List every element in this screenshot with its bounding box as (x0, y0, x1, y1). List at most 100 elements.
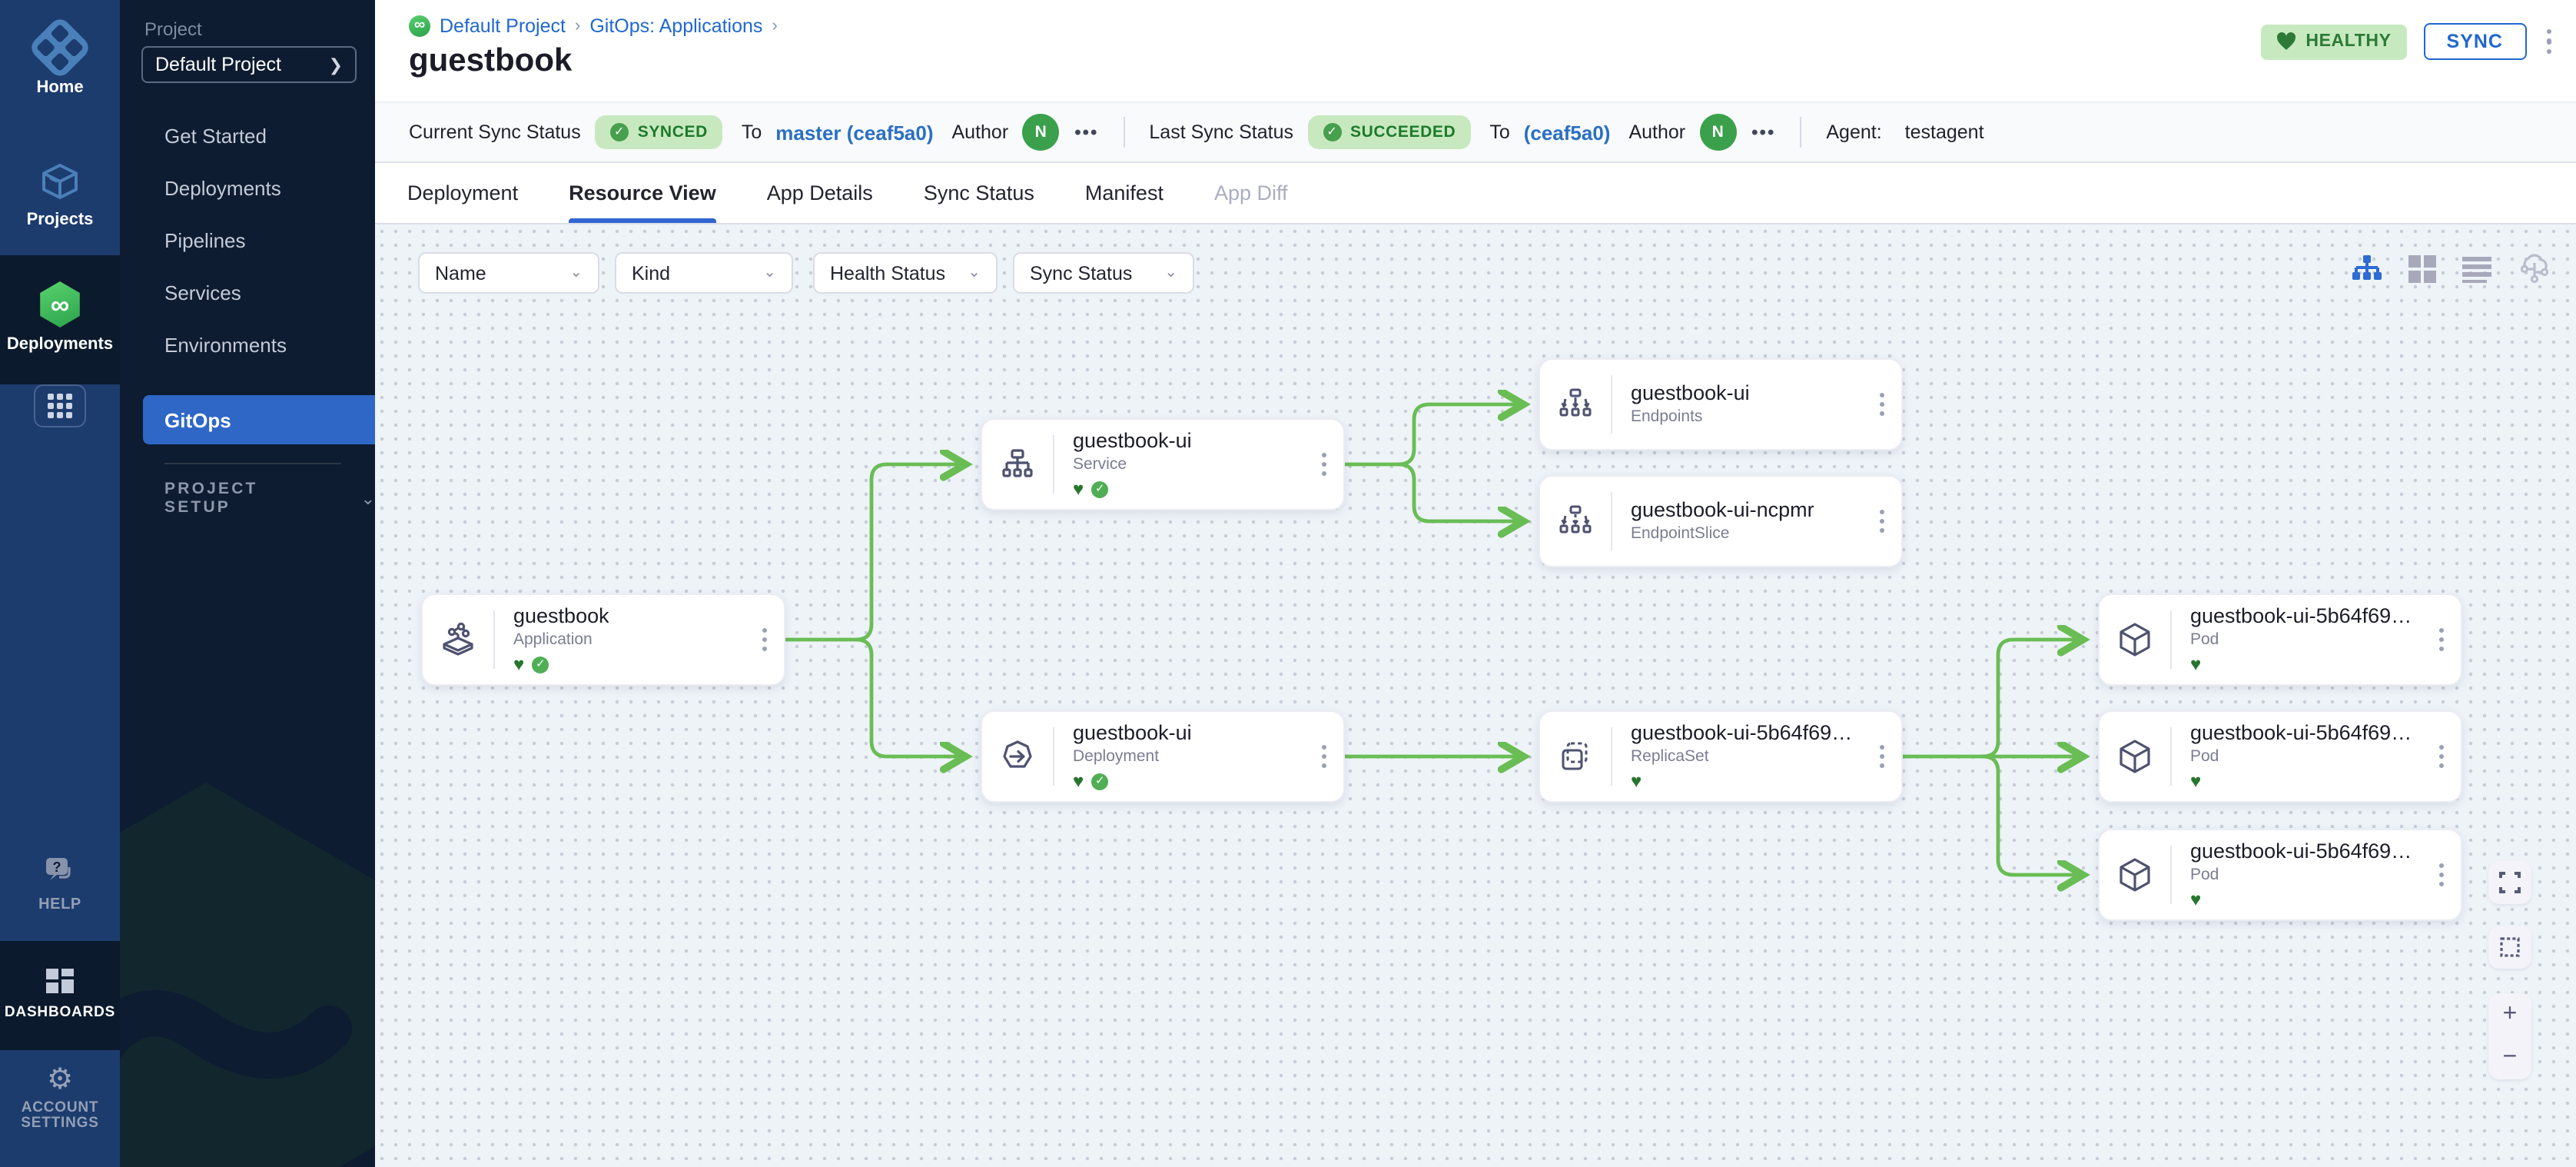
heart-icon (2277, 32, 2296, 50)
statusbar-divider (1800, 117, 1802, 148)
node-title: guestbook-ui-5b64f69597 (1631, 721, 1861, 745)
node-kind: Pod (2190, 630, 2219, 649)
tab-deployment[interactable]: Deployment (407, 181, 519, 204)
resource-graph-canvas[interactable]: Name⌄ Kind ⌄ Health Status⌄ Sync Status⌄ (375, 224, 2576, 1167)
zoom-in-button[interactable]: + (2502, 1001, 2518, 1027)
help-chat-icon: ? (46, 858, 71, 880)
tab-resource-view[interactable]: Resource View (569, 163, 716, 223)
node-endpointslice-guestbook-ui-ncpmr[interactable]: guestbook-ui-ncpmr EndpointSlice (1539, 475, 1903, 567)
node-title: guestbook-ui-5b64f6959... (2190, 604, 2421, 628)
node-menu-kebab[interactable] (1877, 507, 1887, 536)
zoom-out-button[interactable]: − (2502, 1044, 2518, 1070)
statusbar-divider (1123, 117, 1125, 148)
author-label: Author (1628, 121, 1686, 143)
to-label: To (1489, 121, 1510, 143)
node-endpoints-guestbook-ui[interactable]: guestbook-ui Endpoints (1539, 358, 1903, 451)
current-revision-link[interactable]: master (ceaf5a0) (775, 121, 934, 144)
module-picker-button[interactable] (34, 384, 86, 427)
tab-app-details[interactable]: App Details (766, 181, 873, 204)
filter-sync-status-dropdown[interactable]: Sync Status⌄ (1013, 252, 1194, 294)
node-kind: Deployment (1073, 746, 1160, 766)
service-icon (982, 444, 1053, 484)
rail-dashboards-band (0, 941, 120, 1050)
filter-kind-dropdown[interactable]: Kind ⌄ (615, 252, 793, 294)
node-pod-2[interactable]: guestbook-ui-5b64f6959... Pod ♥ (2098, 710, 2462, 803)
node-kind: Pod (2190, 746, 2219, 766)
healthy-heart-icon: ♥ (513, 653, 525, 676)
edge-service-endpoints (1396, 404, 1522, 467)
node-menu-kebab[interactable] (1877, 390, 1887, 419)
edge-replicaset-pod3 (1980, 754, 2081, 875)
sidebar-item-gitops[interactable]: GitOps (143, 395, 375, 444)
node-menu-kebab[interactable] (2436, 860, 2447, 889)
grid-view-icon[interactable] (2408, 255, 2436, 283)
main-content: ∞ Default Project › GitOps: Applications… (375, 0, 2576, 1167)
node-title: guestbook-ui (1631, 381, 1750, 405)
breadcrumb-default-project[interactable]: Default Project (440, 15, 566, 37)
tab-sync-status[interactable]: Sync Status (923, 181, 1034, 204)
author-avatar: N (1022, 114, 1060, 151)
rail-account-label-1: ACCOUNT (21, 1099, 99, 1116)
node-replicaset-guestbook-ui-5b64f69597[interactable]: guestbook-ui-5b64f69597 ReplicaSet ♥ (1539, 710, 1903, 803)
rail-item-account-settings[interactable]: ⚙ ACCOUNT SETTINGS (0, 1066, 120, 1133)
commit-more-kebab[interactable]: ••• (1074, 121, 1099, 143)
sidebar-item-pipelines[interactable]: Pipelines (164, 228, 246, 251)
node-application-guestbook[interactable]: guestbook Application ♥ ✓ (421, 593, 785, 686)
sidebar-item-environments[interactable]: Environments (164, 333, 287, 356)
rail-account-label-2: SETTINGS (21, 1115, 99, 1132)
node-pod-3[interactable]: guestbook-ui-5b64f6959... Pod ♥ (2098, 829, 2462, 921)
node-menu-kebab[interactable] (1319, 450, 1329, 479)
node-pod-1[interactable]: guestbook-ui-5b64f6959... Pod ♥ (2098, 593, 2462, 686)
node-menu-kebab[interactable] (1319, 742, 1329, 771)
project-sidebar: Project Default Project ❯ Get Started De… (120, 0, 375, 1167)
node-deployment-guestbook-ui[interactable]: guestbook-ui Deployment ♥ ✓ (981, 710, 1345, 803)
commit-more-kebab[interactable]: ••• (1751, 121, 1776, 143)
app-menu-kebab[interactable] (2543, 26, 2554, 58)
filter-health-status-dropdown[interactable]: Health Status⌄ (813, 252, 998, 294)
sync-button[interactable]: SYNC (2423, 23, 2526, 60)
cluster-view-icon[interactable] (2518, 254, 2551, 284)
node-service-guestbook-ui[interactable]: guestbook-ui Service ♥ ✓ (981, 418, 1345, 510)
agent-label: Agent: (1826, 121, 1882, 143)
pod-icon (2100, 736, 2170, 776)
tab-manifest[interactable]: Manifest (1084, 181, 1164, 204)
rail-item-projects[interactable]: Projects (0, 160, 120, 231)
rail-item-dashboards[interactable]: DASHBOARDS (0, 966, 120, 1022)
chevron-down-icon: ⌄ (763, 264, 776, 281)
header-actions: HEALTHY SYNC (2261, 23, 2554, 60)
rail-item-help[interactable]: ? HELP (0, 855, 120, 915)
node-menu-kebab[interactable] (759, 625, 770, 654)
deployment-icon (982, 736, 1053, 776)
breadcrumb: ∞ Default Project › GitOps: Applications… (409, 15, 778, 37)
fullscreen-button[interactable] (2488, 861, 2531, 904)
filter-kind-label: Kind (632, 262, 671, 284)
last-revision-link[interactable]: (ceaf5a0) (1523, 121, 1611, 144)
node-menu-kebab[interactable] (1877, 742, 1887, 771)
project-selector[interactable]: Default Project ❯ (141, 46, 357, 83)
rail-item-deployments[interactable]: ∞ Deployments (0, 281, 120, 355)
filter-health-label: Health Status (830, 262, 946, 284)
pod-icon (2100, 855, 2170, 895)
tree-view-icon[interactable] (2352, 255, 2382, 283)
tab-bar: Deployment Resource View App Details Syn… (375, 163, 2576, 224)
breadcrumb-separator: › (574, 17, 581, 35)
filter-name-dropdown[interactable]: Name⌄ (418, 252, 599, 294)
project-setup-toggle[interactable]: PROJECT SETUP ⌄ (164, 480, 375, 517)
graph-edges (783, 224, 2576, 1167)
sidebar-item-services[interactable]: Services (164, 281, 241, 304)
rail-item-home[interactable]: Home (0, 15, 120, 98)
node-kind: Service (1073, 454, 1127, 474)
current-sync-status-label: Current Sync Status (409, 121, 581, 143)
harness-cd-icon: ∞ (40, 281, 80, 327)
sidebar-item-get-started[interactable]: Get Started (164, 124, 267, 147)
marquee-select-button[interactable] (2488, 926, 2531, 969)
replicaset-icon (1540, 736, 1611, 776)
node-menu-kebab[interactable] (2436, 742, 2447, 771)
sidebar-item-deployments[interactable]: Deployments (164, 176, 281, 199)
list-view-icon[interactable] (2462, 256, 2491, 282)
sync-status-bar: Current Sync Status ✓ SYNCED To master (… (375, 101, 2576, 163)
chevron-down-icon: ⌄ (360, 490, 375, 508)
node-menu-kebab[interactable] (2436, 625, 2447, 654)
last-sync-status-label: Last Sync Status (1149, 121, 1294, 143)
breadcrumb-gitops-applications[interactable]: GitOps: Applications (589, 15, 763, 37)
